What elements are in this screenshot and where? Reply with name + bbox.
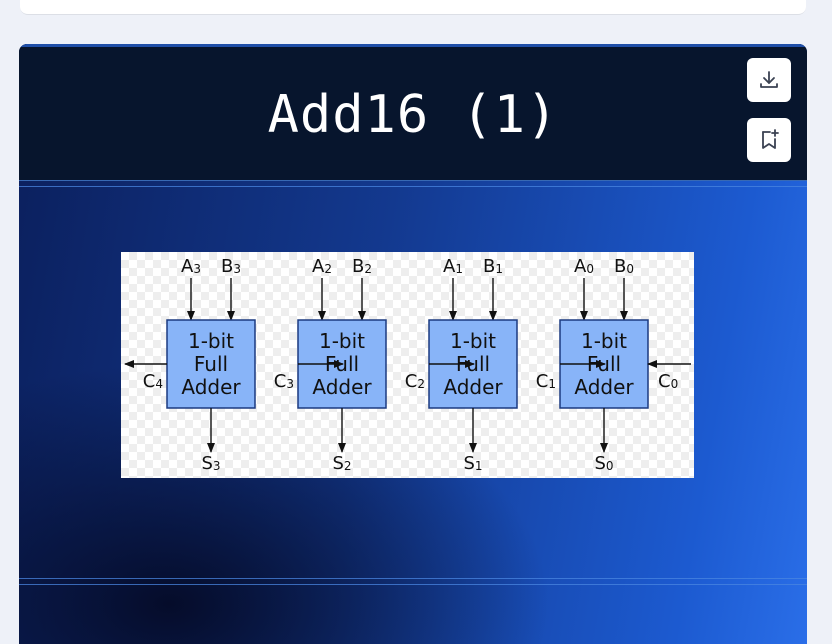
full-adder-label: Adder [574, 375, 634, 399]
previous-card [20, 0, 806, 15]
input-label-b2: B2 [352, 256, 372, 277]
carry-label-c0: C0 [658, 371, 678, 392]
sum-label-s2: S2 [332, 453, 351, 474]
bookmark-add-icon [762, 129, 779, 149]
carry-label-c1: C1 [536, 371, 556, 392]
full-adder-label: 1-bit [319, 329, 365, 353]
header-rule [19, 180, 807, 181]
carry-label-c2: C2 [405, 371, 425, 392]
sum-label-s3: S3 [201, 453, 220, 474]
full-adder-label: Adder [181, 375, 241, 399]
input-label-a2: A2 [312, 256, 332, 277]
input-label-a3: A3 [181, 256, 201, 277]
header-rule-secondary [19, 186, 807, 187]
full-adder-label: 1-bit [188, 329, 234, 353]
footer-rule [19, 578, 807, 579]
full-adder-label: 1-bit [581, 329, 627, 353]
download-icon [760, 71, 778, 88]
full-adder-label: Adder [443, 375, 503, 399]
input-label-b0: B0 [614, 256, 634, 277]
input-label-b1: B1 [483, 256, 503, 277]
footer-rule-secondary [19, 584, 807, 585]
slide-header: Add16 (1) [19, 44, 807, 181]
sum-label-s1: S1 [463, 453, 482, 474]
full-adder-label: Full [194, 352, 228, 376]
full-adder-label: Adder [312, 375, 372, 399]
bookmark-add-button[interactable] [747, 118, 791, 162]
carry-label-c4: C4 [143, 371, 163, 392]
sum-label-s0: S0 [594, 453, 613, 474]
download-button[interactable] [747, 58, 791, 102]
input-label-a1: A1 [443, 256, 463, 277]
carry-label-c3: C3 [274, 371, 294, 392]
full-adder-label: 1-bit [450, 329, 496, 353]
slide-title: Add16 (1) [267, 85, 559, 145]
input-label-b3: B3 [221, 256, 241, 277]
input-label-a0: A0 [574, 256, 594, 277]
